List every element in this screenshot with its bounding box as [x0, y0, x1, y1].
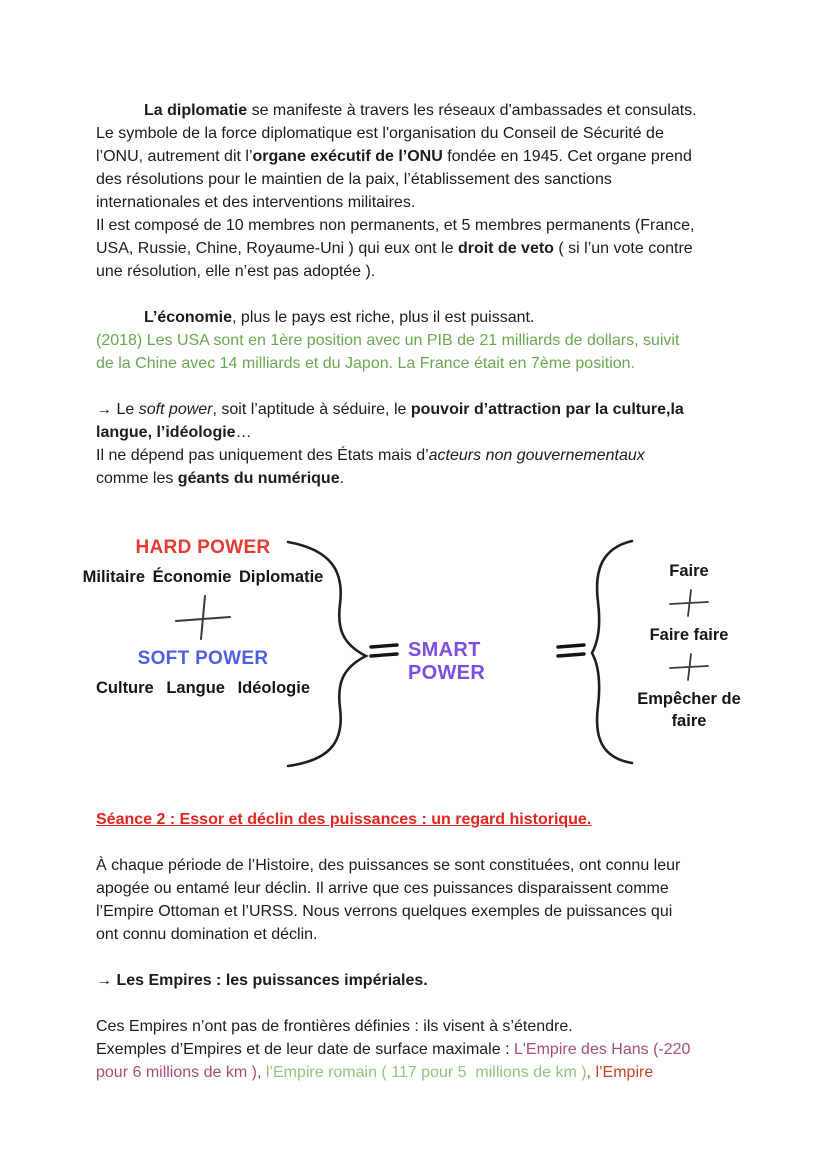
paragraph-soft-power: → Le soft power, soit l’aptitude à sédui… [96, 401, 684, 487]
equals-icon [369, 643, 399, 658]
left-brace [286, 540, 369, 768]
smart-power-label: SMART POWER [408, 639, 486, 684]
plus-icon [669, 589, 709, 617]
paragraph-empires-title: → Les Empires : les puissances impériale… [96, 972, 428, 989]
right-brace [590, 539, 634, 765]
soft-power-label: SOFT POWER [137, 648, 269, 669]
plus-icon [669, 653, 709, 681]
faire-faire-label: Faire faire [649, 626, 729, 644]
faire-label: Faire [669, 562, 709, 580]
power-diagram: HARD POWER Militaire Économie Diplomatie… [72, 536, 748, 788]
smart-power-components: Faire Faire faire Empêcher de faire [628, 560, 750, 732]
document-body: La diplomatie se manifeste à travers les… [83, 99, 752, 1107]
hard-power-items: Militaire Économie Diplomatie [82, 568, 324, 586]
equals-icon [556, 643, 586, 658]
soft-power-items: Culture Langue Idéologie [95, 679, 310, 697]
paragraph-diplomatie: La diplomatie se manifeste à travers les… [96, 102, 697, 280]
empecher-de-faire-label: Empêcher de faire [637, 690, 741, 730]
paragraph-empires: Ces Empires n’ont pas de frontières défi… [96, 1018, 691, 1081]
hard-power-label: HARD POWER [135, 537, 271, 558]
section-heading-seance-2: Séance 2 : Essor et déclin des puissance… [96, 811, 592, 828]
paragraph-histoire: À chaque période de l’Histoire, des puis… [96, 857, 681, 943]
plus-icon [175, 595, 231, 640]
paragraph-economie: L’économie, plus le pays est riche, plus… [96, 309, 680, 372]
hard-soft-column: HARD POWER Militaire Économie Diplomatie… [72, 536, 334, 698]
